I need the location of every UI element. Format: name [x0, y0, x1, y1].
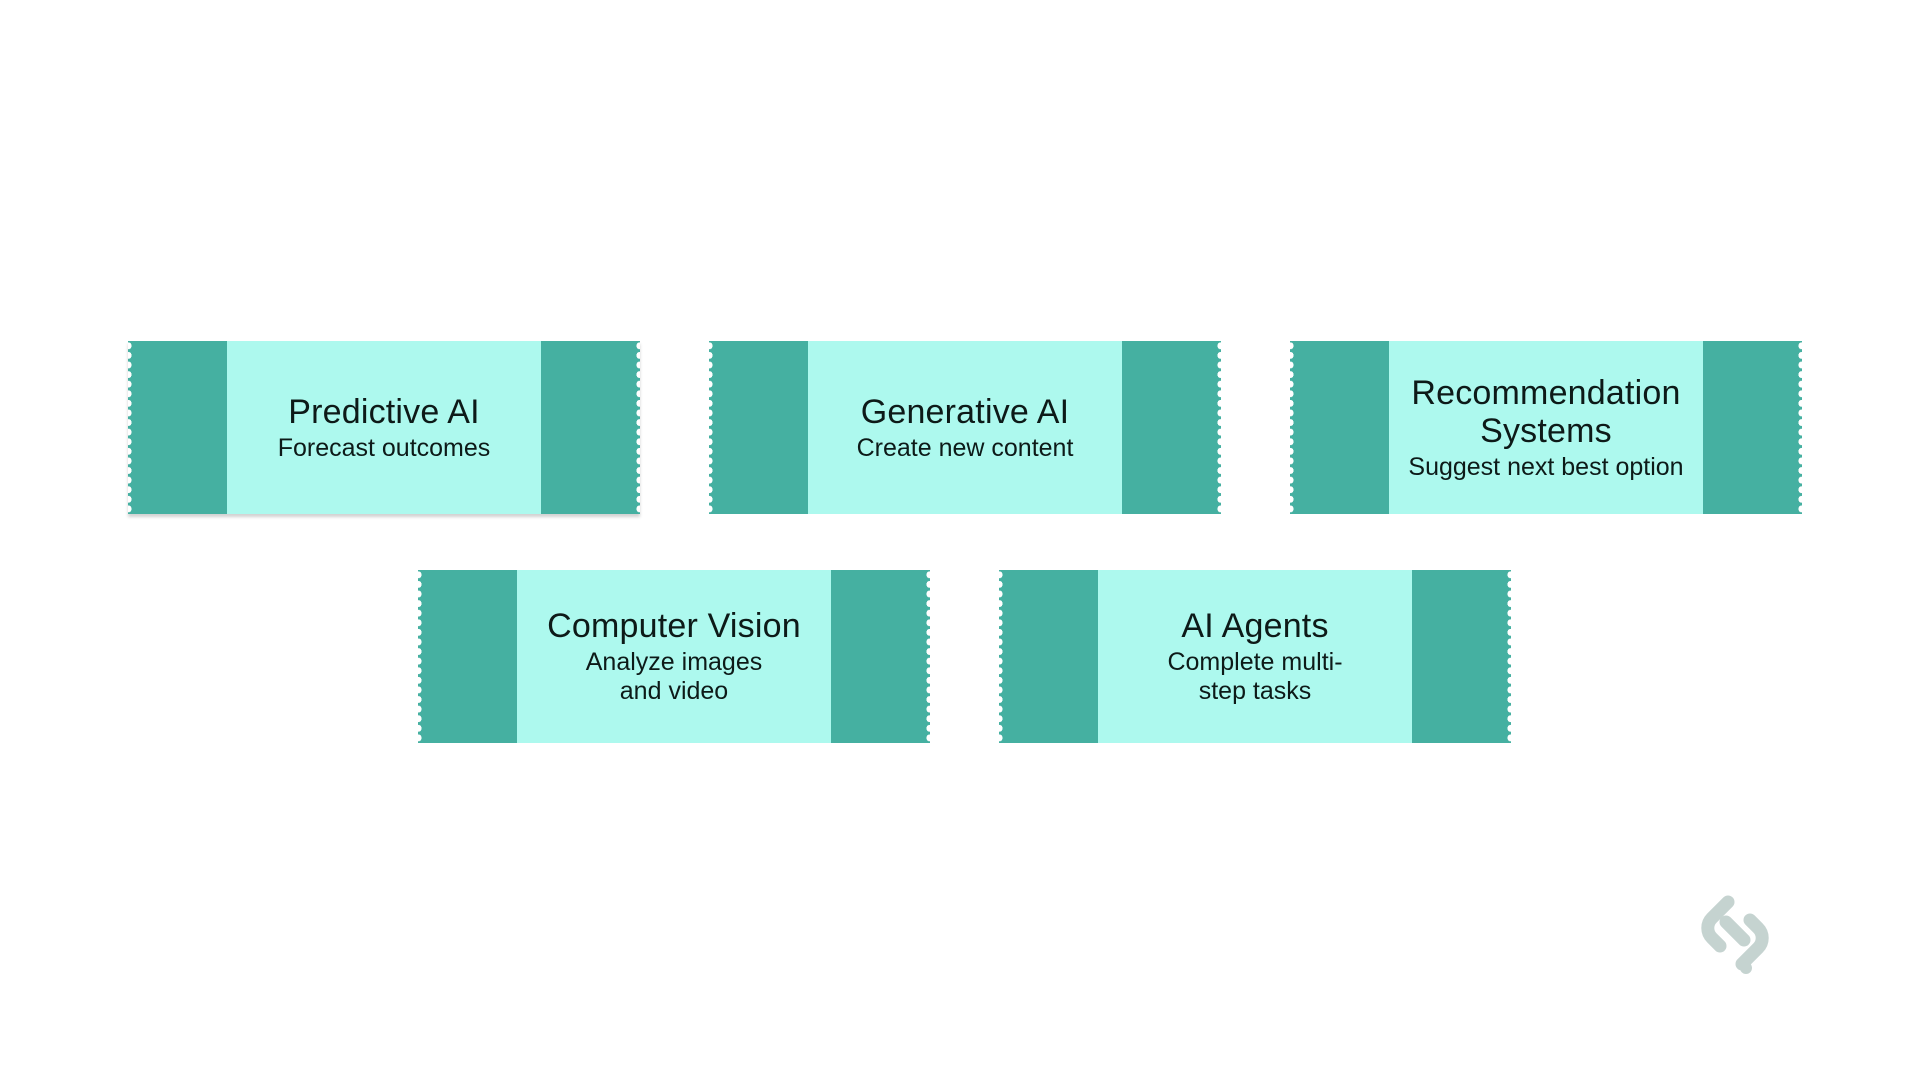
card-generative-ai: Generative AI Create new content — [709, 341, 1221, 514]
card-subtitle: Analyze images and video — [585, 648, 763, 705]
ticket-stub-left — [128, 341, 227, 514]
ticket-stub-right — [831, 570, 930, 743]
card-subtitle: Suggest next best option — [1408, 452, 1684, 481]
ticket-stub-right — [541, 341, 640, 514]
ticket-body: AI Agents Complete multi-step tasks — [1098, 570, 1412, 743]
card-subtitle: Forecast outcomes — [277, 433, 491, 462]
link-logo-icon — [1701, 895, 1769, 974]
ticket-body: Generative AI Create new content — [808, 341, 1122, 514]
card-predictive-ai: Predictive AI Forecast outcomes — [128, 341, 640, 514]
card-title: AI Agents — [1181, 607, 1329, 645]
card-title: Computer Vision — [547, 607, 801, 645]
card-recommendation-systems: Recommendation Systems Suggest next best… — [1290, 341, 1802, 514]
ticket-stub-left — [1290, 341, 1389, 514]
ticket-body: Predictive AI Forecast outcomes — [227, 341, 541, 514]
card-ai-agents: AI Agents Complete multi-step tasks — [999, 570, 1511, 743]
ticket-body: Recommendation Systems Suggest next best… — [1389, 341, 1703, 514]
ticket-stub-right — [1122, 341, 1221, 514]
ticket-stub-left — [709, 341, 808, 514]
ticket-stub-right — [1703, 341, 1802, 514]
ticket-body: Computer Vision Analyze images and video — [517, 570, 831, 743]
card-subtitle: Create new content — [856, 433, 1074, 462]
card-subtitle: Complete multi-step tasks — [1167, 648, 1343, 705]
ticket-stub-left — [999, 570, 1098, 743]
card-title: Predictive AI — [288, 392, 480, 431]
ticket-stub-right — [1412, 570, 1511, 743]
card-title: Generative AI — [860, 392, 1070, 431]
ticket-stub-left — [418, 570, 517, 743]
card-title: Recommendation Systems — [1411, 373, 1681, 450]
card-computer-vision: Computer Vision Analyze images and video — [418, 570, 930, 743]
